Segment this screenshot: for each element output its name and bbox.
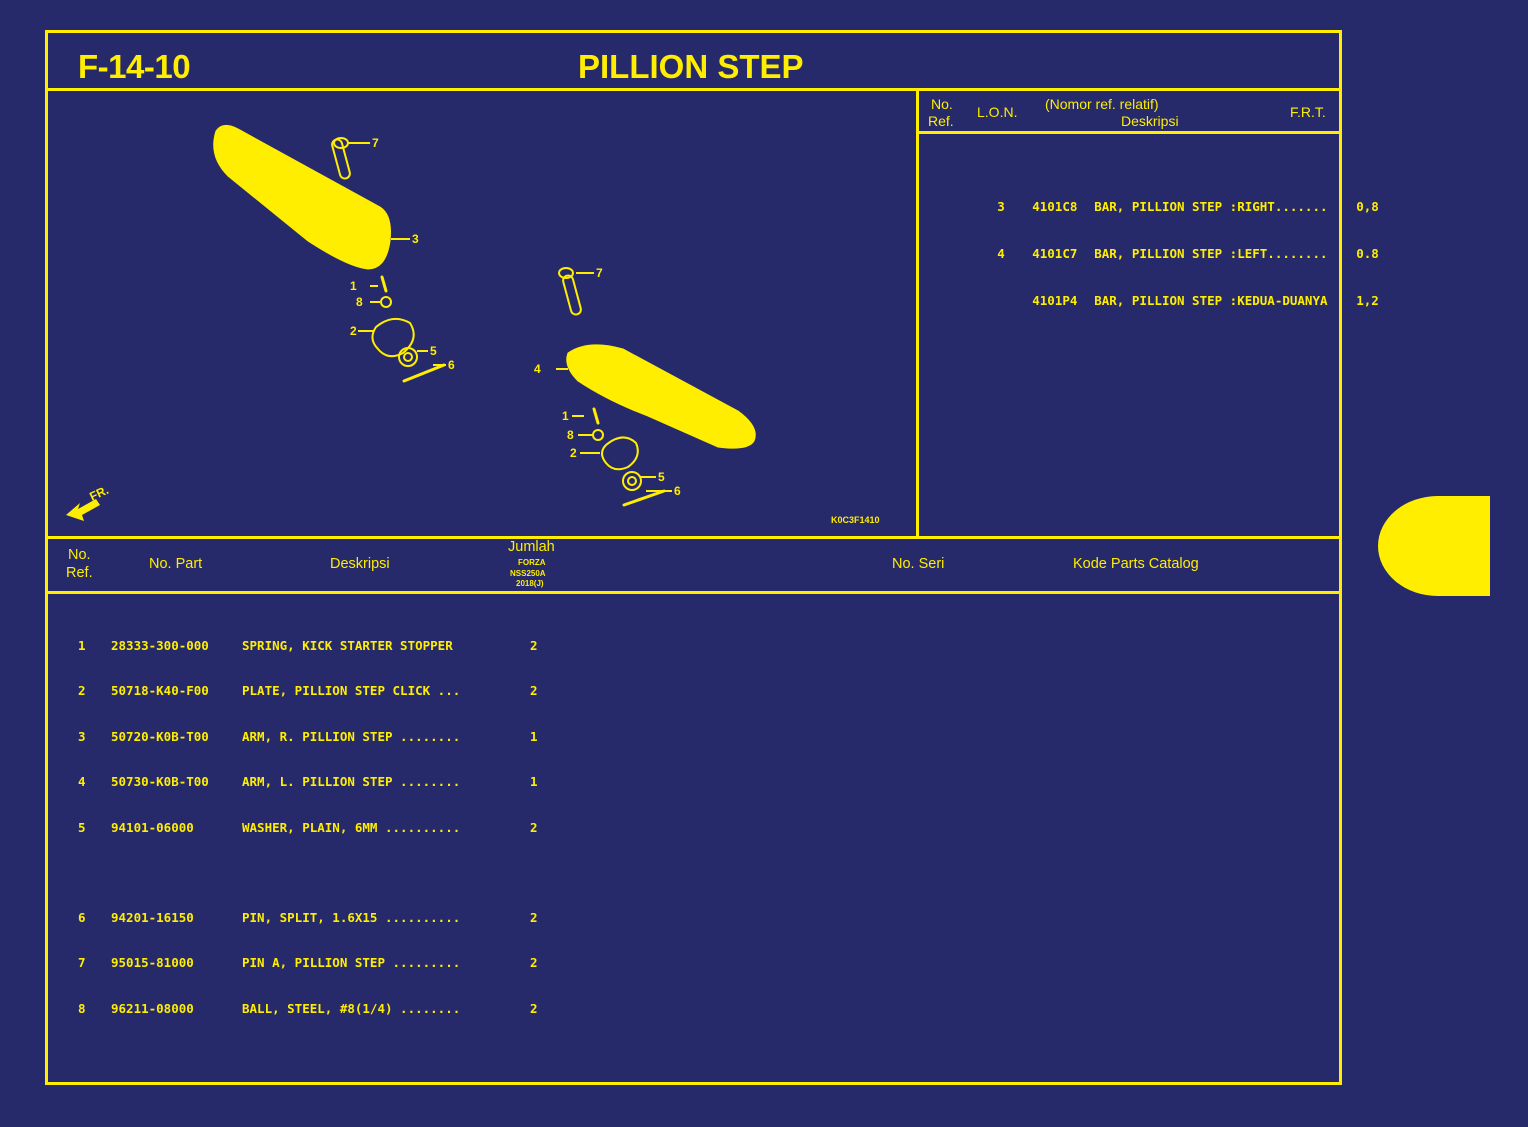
catalog-page-frame: F-14-10 PILLION STEP (45, 30, 1379, 1085)
side-page-tab[interactable] (1378, 496, 1490, 596)
callout-7: 7 (372, 136, 379, 150)
callout-1b: 1 (562, 409, 569, 423)
exploded-diagram: 7 3 7 4 1 8 2 5 6 1 8 2 5 6 FR. K0C3F141… (48, 91, 919, 539)
model-line-1: FORZA (518, 558, 546, 567)
callout-8b: 8 (567, 428, 574, 442)
parts-table-header: No. Ref. No. Part Deskripsi Jumlah FORZA… (48, 539, 1339, 594)
arm-left-shape (566, 344, 756, 449)
lon-no-ref-header: No. (931, 96, 953, 112)
callout-1: 1 (350, 279, 357, 293)
callout-7b: 7 (596, 266, 603, 280)
page-title: PILLION STEP (578, 48, 804, 85)
page-header: F-14-10 PILLION STEP (48, 33, 1339, 91)
callout-8: 8 (356, 295, 363, 309)
callout-3: 3 (412, 232, 419, 246)
catalog-code-header: Kode Parts Catalog (1073, 556, 1199, 572)
callout-4: 4 (534, 362, 541, 376)
lon-desc-header-1: (Nomor ref. relatif) (1045, 96, 1159, 112)
no-ref-header-2: Ref. (66, 565, 93, 581)
arm-right-shape (213, 125, 391, 270)
lon-table-header: No. Ref. L.O.N. (Nomor ref. relatif) Des… (919, 91, 1339, 134)
labor-operation-table: No. Ref. L.O.N. (Nomor ref. relatif) Des… (919, 91, 1379, 539)
quantity-header: Jumlah (508, 539, 555, 555)
callout-5: 5 (430, 344, 437, 358)
model-line-3: 2018(J) (516, 579, 544, 588)
callout-2b: 2 (570, 446, 577, 460)
callout-2: 2 (350, 324, 357, 338)
part-no-header: No. Part (149, 556, 203, 572)
frt-header: F.R.T. (1290, 104, 1326, 120)
section-code: F-14-10 (78, 48, 191, 85)
svg-text:FR.: FR. (87, 483, 110, 504)
no-ref-header: No. (68, 547, 91, 563)
model-line-2: NSS250A (510, 569, 546, 578)
lon-desc-header-2: Deskripsi (1121, 113, 1179, 129)
description-header: Deskripsi (330, 556, 390, 572)
lon-header: L.O.N. (977, 104, 1018, 120)
serial-no-header: No. Seri (892, 556, 945, 572)
front-direction-arrow-icon: FR. (66, 483, 111, 521)
figure-code: K0C3F1410 (831, 515, 880, 525)
parts-illustration: 7 3 7 4 1 8 2 5 6 1 8 2 5 6 FR. (66, 125, 756, 521)
callout-5b: 5 (658, 470, 665, 484)
callout-6b: 6 (674, 484, 681, 498)
callout-6: 6 (448, 358, 455, 372)
lon-no-ref-header-2: Ref. (928, 113, 954, 129)
